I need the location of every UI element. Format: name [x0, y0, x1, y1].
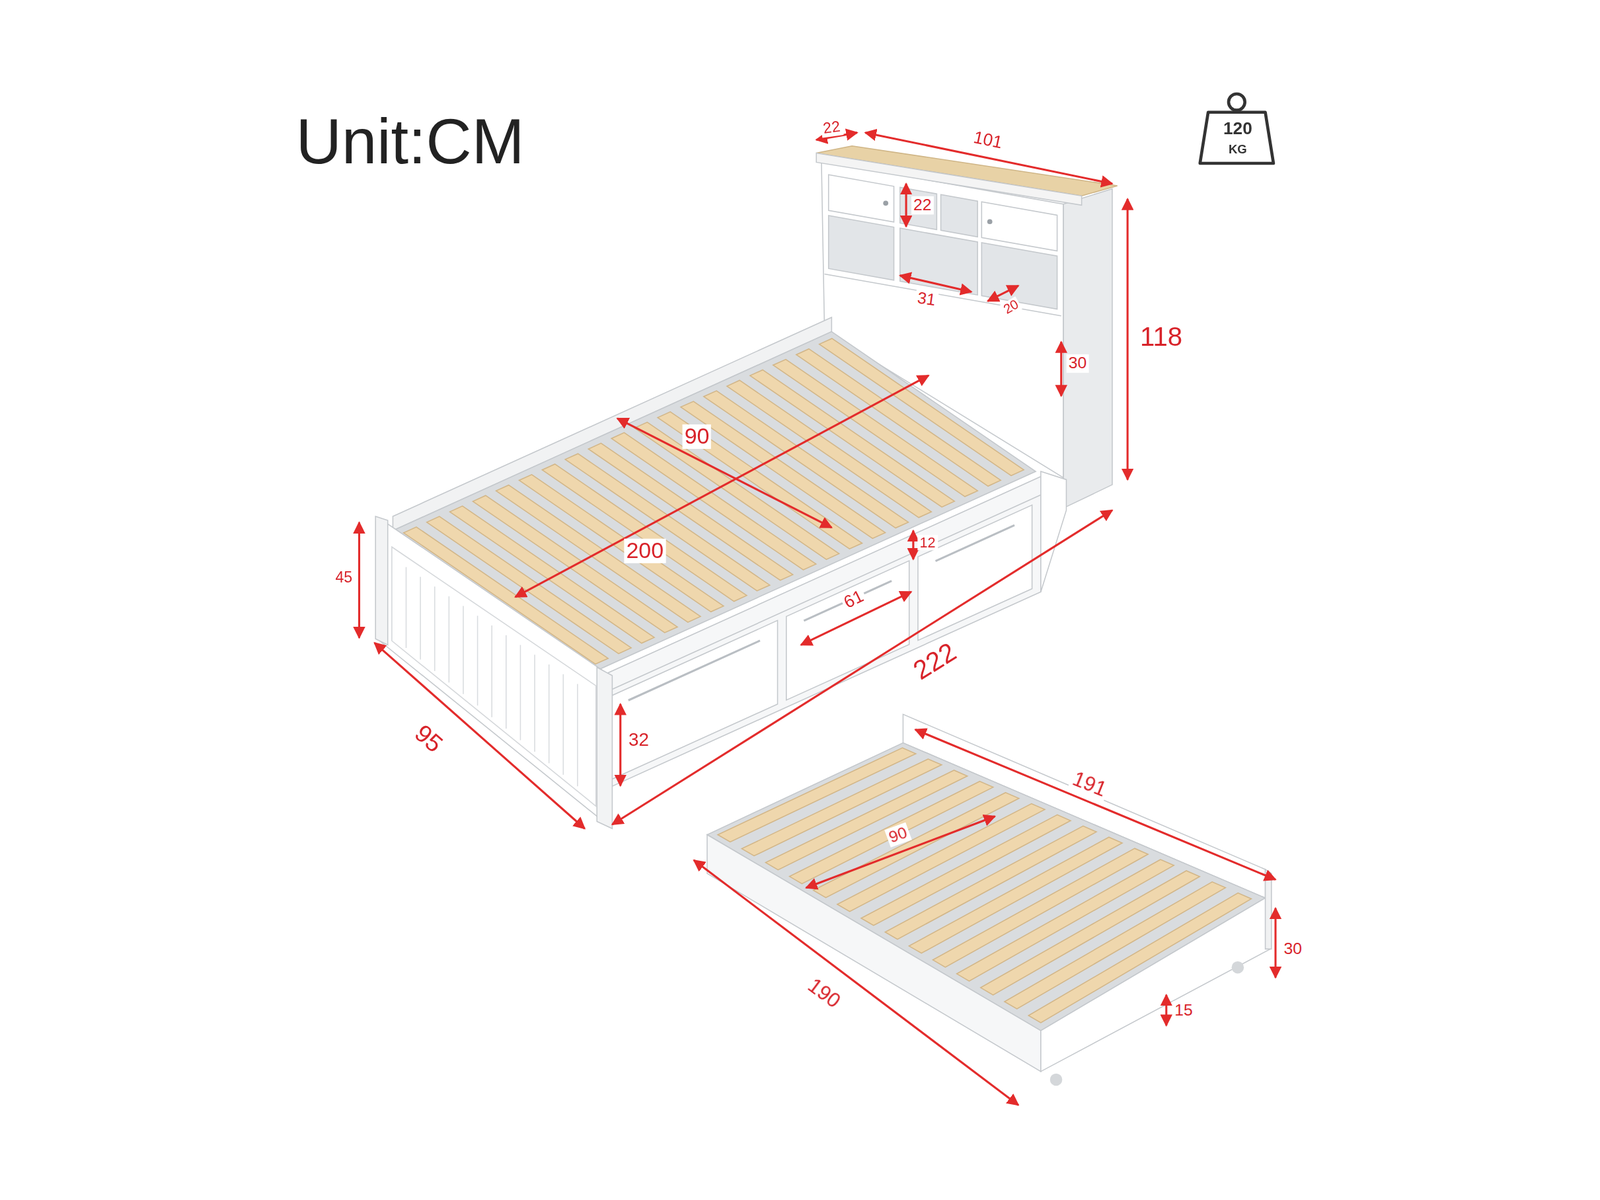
dimension-line — [358, 522, 361, 638]
dimension-label: 190 — [802, 972, 847, 1014]
foot-post — [596, 666, 612, 829]
weight-icon — [1200, 112, 1274, 164]
dimension-line — [806, 816, 996, 888]
shelf-edge — [824, 273, 1062, 316]
door-knob — [987, 218, 993, 225]
dimension-label: 15 — [1172, 1000, 1195, 1019]
footboard-groove — [505, 635, 507, 729]
slat — [796, 348, 1001, 487]
footboard-groove — [520, 645, 522, 741]
dimension-label: 45 — [333, 569, 355, 586]
dimension-label: 22 — [820, 117, 844, 138]
footboard-groove — [448, 596, 451, 683]
footboard-groove — [419, 576, 421, 659]
dimension-line — [912, 530, 915, 560]
trundle-end — [1040, 897, 1271, 1071]
dimension-line — [1060, 341, 1063, 396]
drawers — [602, 495, 1041, 780]
weight-ring — [1228, 93, 1246, 111]
dimension-label: 200 — [623, 538, 666, 564]
shelf-cell — [900, 228, 978, 295]
drawer — [786, 560, 910, 700]
drawer-handle — [628, 640, 761, 700]
shelf-cell — [828, 215, 895, 281]
dimension-label: 22 — [911, 196, 934, 215]
footboard-groove — [548, 664, 550, 763]
drawer — [917, 504, 1033, 641]
drawer-handle — [803, 580, 892, 621]
dimension-line — [611, 510, 1113, 825]
footboard-groove — [434, 586, 436, 671]
dimension-label: 30 — [1281, 939, 1304, 958]
wheel — [1050, 1073, 1063, 1086]
footboard-groove — [576, 683, 579, 786]
dimension-label: 101 — [969, 128, 1006, 154]
dimension-line — [693, 859, 1019, 1105]
trundle-front — [707, 834, 1041, 1072]
dimension-line — [905, 183, 908, 227]
headboard-side — [1063, 189, 1113, 509]
dimension-label: 95 — [407, 718, 450, 760]
shelf-cell — [981, 242, 1057, 309]
footboard-groove — [477, 615, 479, 706]
dimension-label: 12 — [917, 534, 938, 551]
head-post — [1040, 471, 1067, 592]
trundle-end-panel — [1265, 869, 1272, 949]
dimension-line — [619, 703, 622, 786]
dimension-label: 32 — [626, 730, 651, 751]
dimension-line — [1165, 994, 1168, 1026]
dimension-label: 90 — [682, 424, 712, 449]
footboard-groove — [405, 567, 408, 648]
dimension-line — [515, 375, 929, 597]
footboard-groove — [491, 625, 493, 718]
dimension-lines — [358, 132, 1276, 1105]
footboard-panel — [391, 546, 597, 806]
dimension-line — [617, 418, 832, 528]
dimension-label: 31 — [914, 288, 939, 310]
door-knob — [882, 200, 889, 207]
footboard — [379, 518, 607, 825]
footboard-groove — [533, 654, 536, 752]
weight-label: 120 — [1221, 120, 1255, 140]
foot-post — [375, 516, 388, 645]
shelf-cell — [941, 194, 979, 237]
shelf-cell — [981, 201, 1057, 251]
headboard-top-edge — [816, 153, 1082, 206]
wheel — [1231, 960, 1245, 974]
footboard-grooves — [391, 546, 597, 806]
dimension-label: 30 — [1066, 354, 1090, 373]
dimension-line — [374, 642, 585, 829]
dimension-line — [915, 729, 1276, 880]
unit-title: Unit:CM — [296, 110, 525, 174]
dimension-line — [1126, 198, 1129, 480]
shelf-cell — [828, 174, 895, 223]
footboard-groove — [462, 606, 464, 694]
footboard-groove — [563, 674, 565, 775]
drawer — [610, 619, 778, 780]
dimension-line — [1274, 908, 1277, 978]
slat — [819, 338, 1024, 476]
dimension-line — [900, 275, 972, 293]
dimension-label: 118 — [1138, 321, 1185, 351]
weight-label: KG — [1226, 143, 1250, 157]
drawer-handle — [935, 524, 1016, 561]
side-face — [602, 476, 1041, 791]
